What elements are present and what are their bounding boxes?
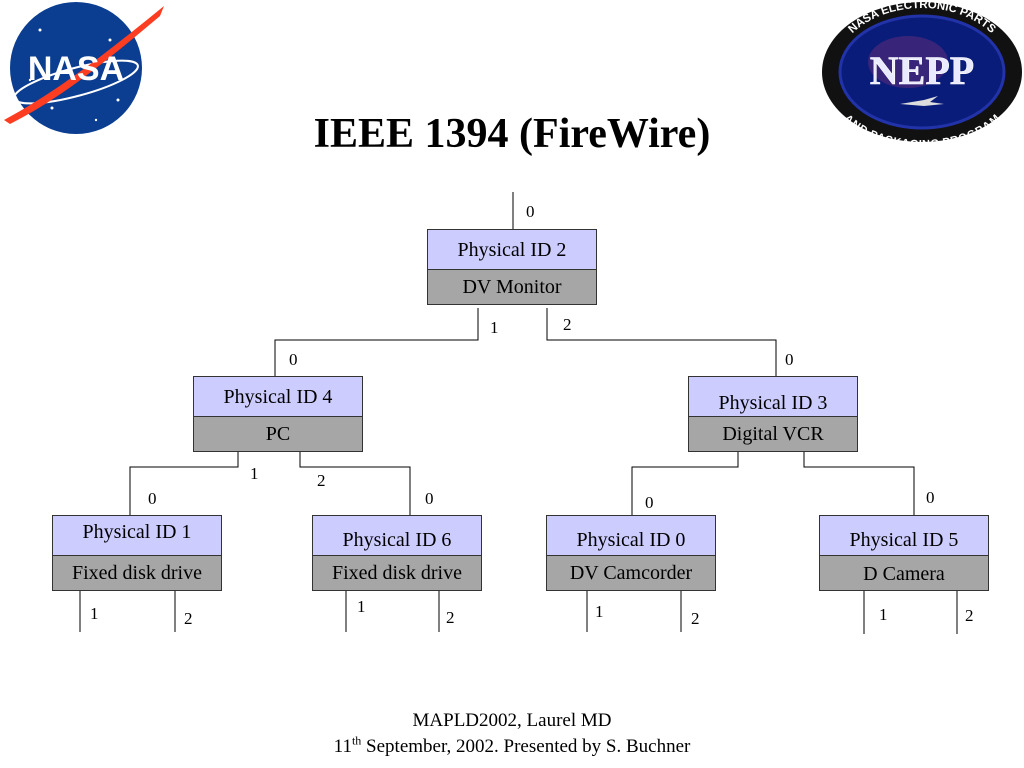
footer-line-1: MAPLD2002, Laurel MD bbox=[412, 710, 612, 731]
port-label: 0 bbox=[526, 202, 535, 221]
node-physical-id-2: Physical ID 2 DV Monitor bbox=[427, 229, 597, 305]
port-label: 1 bbox=[879, 605, 888, 624]
airplane-icon bbox=[900, 96, 944, 106]
port-label: 1 bbox=[357, 597, 366, 616]
footer: MAPLD2002, Laurel MD 11th September, 200… bbox=[0, 708, 1024, 760]
port-label: 2 bbox=[317, 471, 326, 490]
node-device-label: Fixed disk drive bbox=[52, 555, 222, 591]
node-id-label: Physical ID 5 bbox=[819, 515, 989, 557]
node-physical-id-3: Physical ID 3 Digital VCR bbox=[688, 376, 858, 452]
node-device-label: DV Camcorder bbox=[546, 555, 716, 591]
port-label: 2 bbox=[691, 609, 700, 628]
port-label: 2 bbox=[563, 315, 572, 334]
node-id-label: Physical ID 0 bbox=[546, 515, 716, 557]
node-id-label: Physical ID 1 bbox=[52, 515, 222, 557]
node-id-label: Physical ID 6 bbox=[312, 515, 482, 557]
port-label: 2 bbox=[184, 609, 193, 628]
node-physical-id-4: Physical ID 4 PC bbox=[193, 376, 363, 452]
node-device-label: Digital VCR bbox=[688, 416, 858, 452]
node-id-label: Physical ID 3 bbox=[688, 376, 858, 418]
node-physical-id-0: Physical ID 0 DV Camcorder bbox=[546, 515, 716, 591]
node-device-label: DV Monitor bbox=[427, 269, 597, 305]
port-label: 1 bbox=[250, 464, 259, 483]
node-device-label: Fixed disk drive bbox=[312, 555, 482, 591]
port-label: 2 bbox=[446, 608, 455, 627]
port-label: 0 bbox=[645, 493, 654, 512]
footer-line-2: 11th September, 2002. Presented by S. Bu… bbox=[333, 733, 691, 757]
node-device-label: PC bbox=[193, 416, 363, 452]
node-id-label: Physical ID 2 bbox=[427, 229, 597, 271]
port-label: 0 bbox=[425, 489, 434, 508]
node-physical-id-6: Physical ID 6 Fixed disk drive bbox=[312, 515, 482, 591]
node-physical-id-1: Physical ID 1 Fixed disk drive bbox=[52, 515, 222, 591]
port-label: 0 bbox=[289, 350, 298, 369]
nepp-logo: NEPP NASA ELECTRONIC PARTS AND PACKAGING… bbox=[820, 0, 1024, 153]
port-label: 1 bbox=[90, 604, 99, 623]
port-label: 0 bbox=[148, 489, 157, 508]
node-id-label: Physical ID 4 bbox=[193, 376, 363, 418]
port-label: 0 bbox=[785, 350, 794, 369]
node-device-label: D Camera bbox=[819, 555, 989, 591]
port-label: 2 bbox=[965, 606, 974, 625]
nepp-logo-text: NEPP bbox=[870, 48, 974, 93]
nasa-logo-text: NASA bbox=[28, 50, 124, 88]
node-physical-id-5: Physical ID 5 D Camera bbox=[819, 515, 989, 591]
page-title: IEEE 1394 (FireWire) bbox=[313, 111, 711, 157]
nasa-logo: NASA bbox=[0, 0, 168, 145]
port-label: 0 bbox=[926, 488, 935, 507]
port-label: 1 bbox=[490, 318, 499, 337]
port-label: 1 bbox=[595, 602, 604, 621]
